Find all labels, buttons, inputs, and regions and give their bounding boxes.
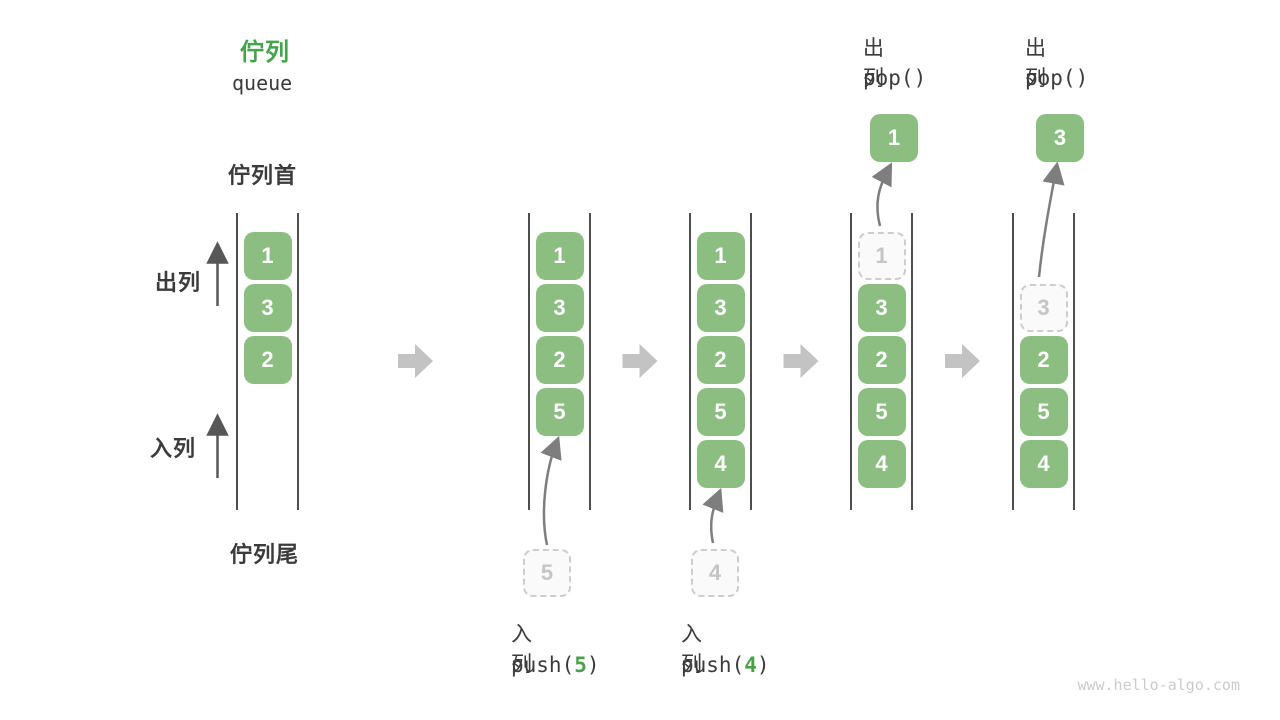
popped-element: 3	[1036, 114, 1084, 162]
pending-element: 5	[523, 549, 571, 597]
queue-wall-left	[689, 213, 691, 510]
queue-rear-label: 佇列尾	[230, 542, 300, 567]
enqueue-side-label: 入列	[150, 436, 197, 461]
queue-element: 2	[535, 336, 584, 384]
queue-element: 1	[243, 232, 292, 280]
code-argument: 5	[574, 653, 587, 677]
queue-element: 3	[857, 284, 906, 332]
queue-element: 2	[857, 336, 906, 384]
queue-wall-right	[297, 213, 299, 510]
queue-wall-right	[589, 213, 591, 510]
queue-element: 3	[535, 284, 584, 332]
enqueue-arrow	[702, 487, 724, 544]
code-argument: 4	[744, 653, 757, 677]
queue-element: 1	[696, 232, 745, 280]
diagram-title-en: queue	[232, 71, 293, 95]
dequeue-op-code: pop()	[863, 66, 927, 90]
queue-wall-left	[528, 213, 530, 510]
step-right-arrow-icon	[783, 344, 819, 378]
dequeue-arrow	[1037, 161, 1065, 278]
dequeue-op-code: pop()	[1025, 66, 1089, 90]
step-right-arrow-icon	[622, 344, 658, 378]
enqueue-op-code: push(4)	[681, 653, 770, 677]
queue-element: 4	[857, 440, 906, 488]
enqueue-op-label: 入列	[681, 623, 703, 676]
dequeue-side-label: 出列	[155, 270, 202, 295]
code-prefix: push(	[511, 653, 575, 677]
queue-wall-right	[750, 213, 752, 510]
code-prefix: push(	[681, 653, 745, 677]
popped-element: 1	[870, 114, 918, 162]
queue-element: 5	[1019, 388, 1068, 436]
step-right-arrow-icon	[398, 344, 433, 378]
diagram-title-zh: 佇列	[240, 39, 290, 66]
enqueue-op-code: push(5)	[511, 653, 600, 677]
queue-element: 1	[535, 232, 584, 280]
enqueue-arrow	[540, 435, 562, 546]
dequeue-op-label: 出列	[1025, 37, 1047, 90]
queue-element-removed: 3	[1019, 284, 1068, 332]
code-suffix: )	[586, 653, 600, 677]
queue-wall-left	[1012, 213, 1014, 510]
queue-wall-left	[850, 213, 852, 510]
queue-element: 2	[1019, 336, 1068, 384]
enqueue-op-label: 入列	[511, 623, 533, 676]
queue-wall-left	[236, 213, 238, 510]
step-right-arrow-icon	[945, 344, 980, 378]
dequeue-op-label: 出列	[863, 37, 885, 90]
dequeue-arrow	[871, 162, 893, 227]
queue-element: 2	[243, 336, 292, 384]
queue-element: 3	[696, 284, 745, 332]
watermark: www.hello-algo.com	[1077, 676, 1240, 694]
pending-element: 4	[691, 549, 739, 597]
queue-element: 3	[243, 284, 292, 332]
queue-front-label: 佇列首	[228, 163, 298, 188]
queue-element: 5	[696, 388, 745, 436]
queue-element: 4	[696, 440, 745, 488]
queue-element: 4	[1019, 440, 1068, 488]
queue-wall-right	[911, 213, 913, 510]
queue-element-removed: 1	[857, 232, 906, 280]
queue-wall-right	[1073, 213, 1075, 510]
code-suffix: )	[756, 653, 770, 677]
queue-element: 5	[857, 388, 906, 436]
queue-element: 2	[696, 336, 745, 384]
queue-element: 5	[535, 388, 584, 436]
